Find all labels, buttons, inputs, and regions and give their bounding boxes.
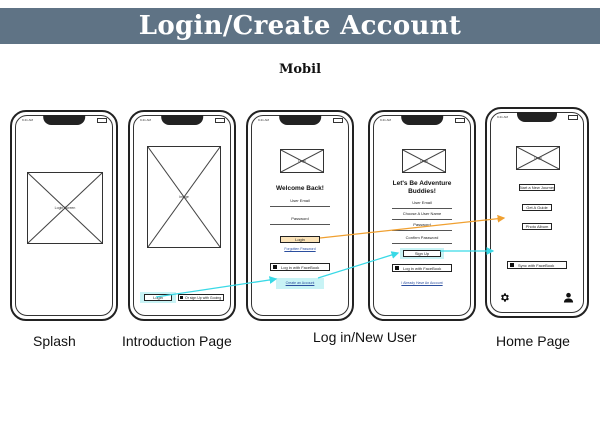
login-button[interactable]: Login bbox=[280, 236, 320, 243]
login-facebook-button[interactable]: Log in with FaceBook bbox=[270, 263, 330, 271]
placeholder-label: Image bbox=[179, 195, 189, 199]
signup-facebook-button[interactable]: Log in with FaceBook bbox=[392, 264, 452, 272]
username-label: Choose A User Name bbox=[402, 211, 442, 216]
battery-icon bbox=[333, 118, 343, 123]
battery-icon bbox=[97, 118, 107, 123]
caption-home: Home Page bbox=[496, 333, 570, 349]
signup-heading-line1: Let's Be Adventure bbox=[392, 180, 452, 187]
signup-logo-placeholder: Logo bbox=[402, 149, 446, 173]
phone-signup: 9:41 AM Logo Let's Be Adventure Buddies!… bbox=[368, 110, 476, 321]
forgotten-password-link[interactable]: Forgotten Password bbox=[284, 247, 316, 251]
sync-facebook-button[interactable]: Sync with FaceBook bbox=[507, 261, 567, 269]
intro-google-button[interactable]: Or sign Up with Gooing bbox=[178, 294, 224, 301]
placeholder-cross-icon bbox=[28, 173, 102, 243]
status-time: 9:41 AM bbox=[140, 118, 152, 122]
create-account-highlight bbox=[276, 278, 324, 289]
status-time: 9:41 AM bbox=[22, 118, 34, 122]
confirm-password-field[interactable] bbox=[392, 243, 452, 244]
google-button-label: Or sign Up with Gooing bbox=[185, 295, 222, 300]
caption-intro: Introduction Page bbox=[122, 333, 232, 349]
facebook-button-label: Log in with FaceBook bbox=[281, 264, 320, 270]
placeholder-cross-icon bbox=[517, 147, 559, 169]
placeholder-label: Logo bbox=[534, 156, 542, 160]
status-time: 9:41 AM bbox=[380, 118, 392, 122]
caption-splash: Splash bbox=[33, 333, 76, 349]
splash-placeholder: Login Screen bbox=[27, 172, 103, 244]
phone-splash: 9:41 AM Login Screen bbox=[10, 110, 118, 321]
email-field[interactable] bbox=[270, 206, 330, 207]
status-time: 9:41 AM bbox=[258, 118, 270, 122]
placeholder-label: Login Screen bbox=[54, 206, 76, 210]
login-logo-placeholder: Logo bbox=[280, 149, 324, 173]
phone-notch bbox=[401, 115, 443, 125]
existing-account-link[interactable]: I Already Have An Account bbox=[401, 281, 443, 285]
status-time: 9:41 AM bbox=[497, 115, 509, 119]
signup-button[interactable]: Sign Up bbox=[403, 250, 441, 257]
phone-notch bbox=[161, 115, 203, 125]
placeholder-cross-icon bbox=[148, 147, 220, 247]
intro-image-placeholder: Image bbox=[147, 146, 221, 248]
phone-login: 9:41 AM Logo Welcome Back! User Email Pa… bbox=[246, 110, 354, 321]
gear-icon[interactable] bbox=[499, 292, 510, 303]
password-field[interactable] bbox=[270, 224, 330, 225]
start-journey-button[interactable]: Start a New Journey bbox=[518, 184, 556, 191]
email-label: User Email bbox=[290, 198, 310, 203]
signup-password-field[interactable] bbox=[392, 230, 452, 231]
user-icon[interactable] bbox=[563, 292, 574, 303]
signup-heading-line2: Buddies! bbox=[408, 187, 436, 195]
placeholder-label: Logo bbox=[420, 159, 428, 163]
create-account-link[interactable]: Create an Account bbox=[285, 281, 315, 285]
signup-heading: Let's Be Adventure Buddies! bbox=[370, 180, 474, 195]
phone-screen bbox=[490, 112, 584, 313]
username-field[interactable] bbox=[392, 219, 452, 220]
battery-icon bbox=[568, 115, 578, 120]
placeholder-label: Logo bbox=[298, 159, 306, 163]
subtitle: Mobil bbox=[278, 62, 322, 77]
facebook-button-label: Log in with FaceBook bbox=[403, 265, 442, 271]
login-heading: Welcome Back! bbox=[276, 185, 324, 192]
google-icon bbox=[180, 296, 183, 299]
facebook-icon bbox=[395, 266, 399, 270]
phone-notch bbox=[43, 115, 85, 125]
password-label: Password bbox=[291, 216, 309, 221]
get-guide-button[interactable]: Get A Guide bbox=[522, 204, 552, 211]
placeholder-cross-icon bbox=[281, 150, 323, 172]
placeholder-cross-icon bbox=[403, 150, 445, 172]
phone-notch bbox=[517, 112, 557, 122]
signup-password-label: Password bbox=[413, 222, 431, 227]
battery-icon bbox=[455, 118, 465, 123]
signup-email-label: User Email bbox=[412, 200, 432, 205]
page-title: Login/Create Account bbox=[138, 11, 462, 41]
photo-album-button[interactable]: Photo Album bbox=[522, 223, 552, 230]
home-logo-placeholder: Logo bbox=[516, 146, 560, 170]
intro-login-button[interactable]: Login bbox=[144, 294, 172, 301]
phone-notch bbox=[279, 115, 321, 125]
facebook-icon bbox=[510, 263, 514, 267]
signup-email-field[interactable] bbox=[392, 208, 452, 209]
caption-login: Log in/New User bbox=[313, 329, 417, 345]
facebook-icon bbox=[273, 265, 277, 269]
phone-home: 9:41 AM Logo Start a New Journey Get A G… bbox=[485, 107, 589, 318]
phone-intro: 9:41 AM Image Login Or sign Up with Gooi… bbox=[128, 110, 236, 321]
confirm-password-label: Confirm Password bbox=[405, 235, 439, 240]
sync-facebook-label: Sync with FaceBook bbox=[518, 262, 555, 268]
battery-icon bbox=[215, 118, 225, 123]
title-banner: Login/Create Account bbox=[0, 8, 600, 44]
